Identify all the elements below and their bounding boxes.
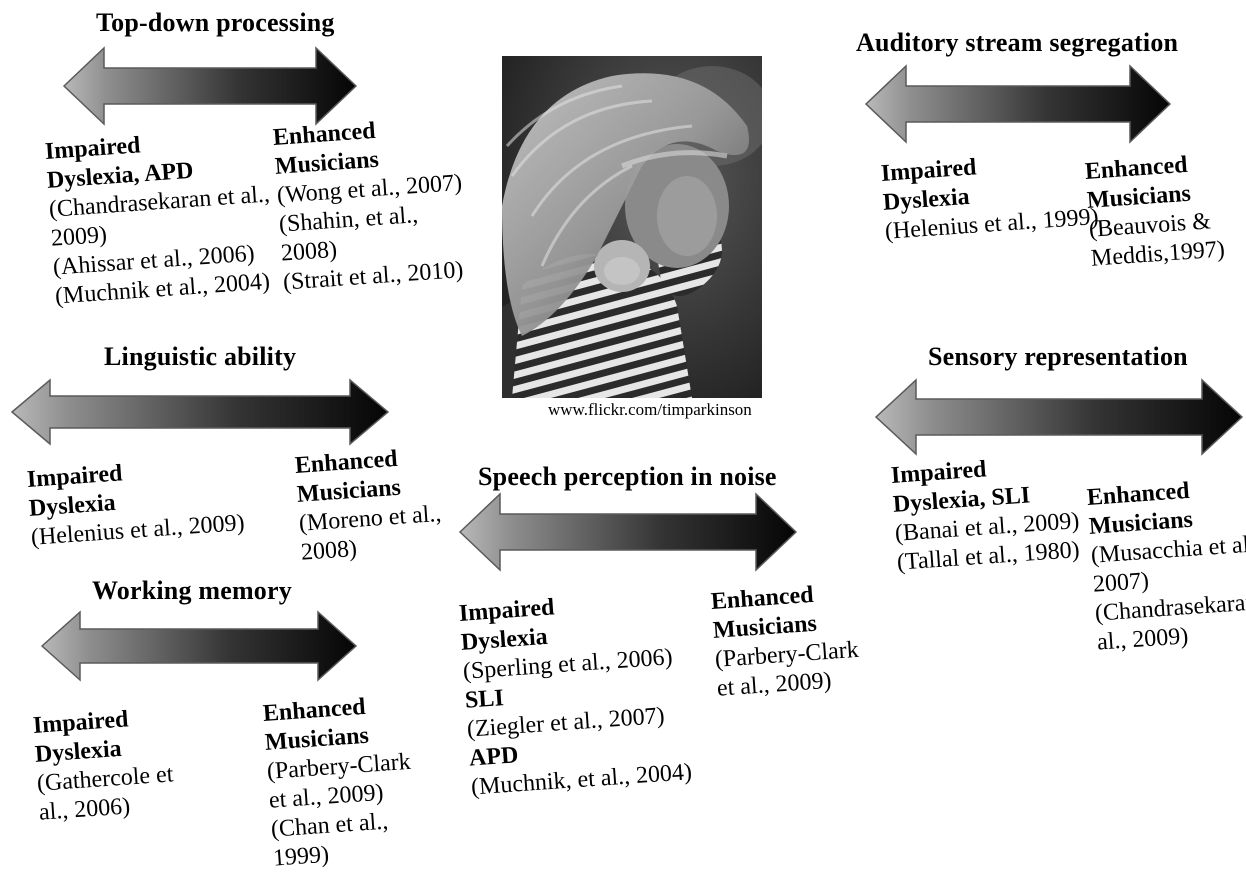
panel-title-top-down: Top-down processing	[96, 8, 335, 37]
double-arrow-top-down	[62, 46, 358, 126]
enhanced-block-stream: Enhanced Musicians (Beauvois & Meddis,19…	[1084, 149, 1226, 274]
double-arrow-speech-noise	[458, 492, 798, 572]
impaired-block-stream: Impaired Dyslexia (Helenius et al., 1999…	[880, 145, 1099, 247]
enhanced-block-sensory: Enhanced Musicians (Musacchia et al., 20…	[1086, 471, 1246, 658]
impaired-block-working-memory: Impaired Dyslexia (Gathercole et al., 20…	[32, 702, 176, 827]
enhanced-block-top-down: Enhanced Musicians (Wong et al., 2007) (…	[272, 111, 469, 298]
panel-title-linguistic: Linguistic ability	[104, 342, 297, 371]
enhanced-block-working-memory: Enhanced Musicians (Parbery-Clark et al.…	[262, 690, 418, 874]
double-arrow-sensory	[874, 378, 1244, 456]
double-arrow-stream	[864, 64, 1172, 144]
photo-credit: www.flickr.com/timparkinson	[548, 400, 752, 419]
enhanced-block-speech-noise: Enhanced Musicians (Parbery-Clark et al.…	[710, 578, 862, 704]
panel-title-sensory: Sensory representation	[928, 342, 1188, 371]
enhanced-block-linguistic: Enhanced Musicians (Moreno et al., 2008)	[294, 442, 444, 568]
panel-title-speech-noise: Speech perception in noise	[478, 462, 777, 491]
double-arrow-linguistic	[10, 378, 390, 446]
girl-photo	[502, 56, 762, 398]
impaired-block-sensory: Impaired Dyslexia, SLI (Banai et al., 20…	[890, 449, 1082, 578]
impaired-block-speech-noise: Impaired Dyslexia (Sperling et al., 2006…	[458, 585, 693, 803]
impaired-block-linguistic: Impaired Dyslexia (Helenius et al., 2009…	[26, 451, 245, 553]
double-arrow-working-memory	[40, 610, 358, 682]
panel-title-working-memory: Working memory	[92, 576, 292, 605]
impaired-block-top-down: Impaired Dyslexia, APD (Chandrasekaran e…	[44, 123, 277, 312]
panel-title-stream: Auditory stream segregation	[856, 28, 1179, 57]
